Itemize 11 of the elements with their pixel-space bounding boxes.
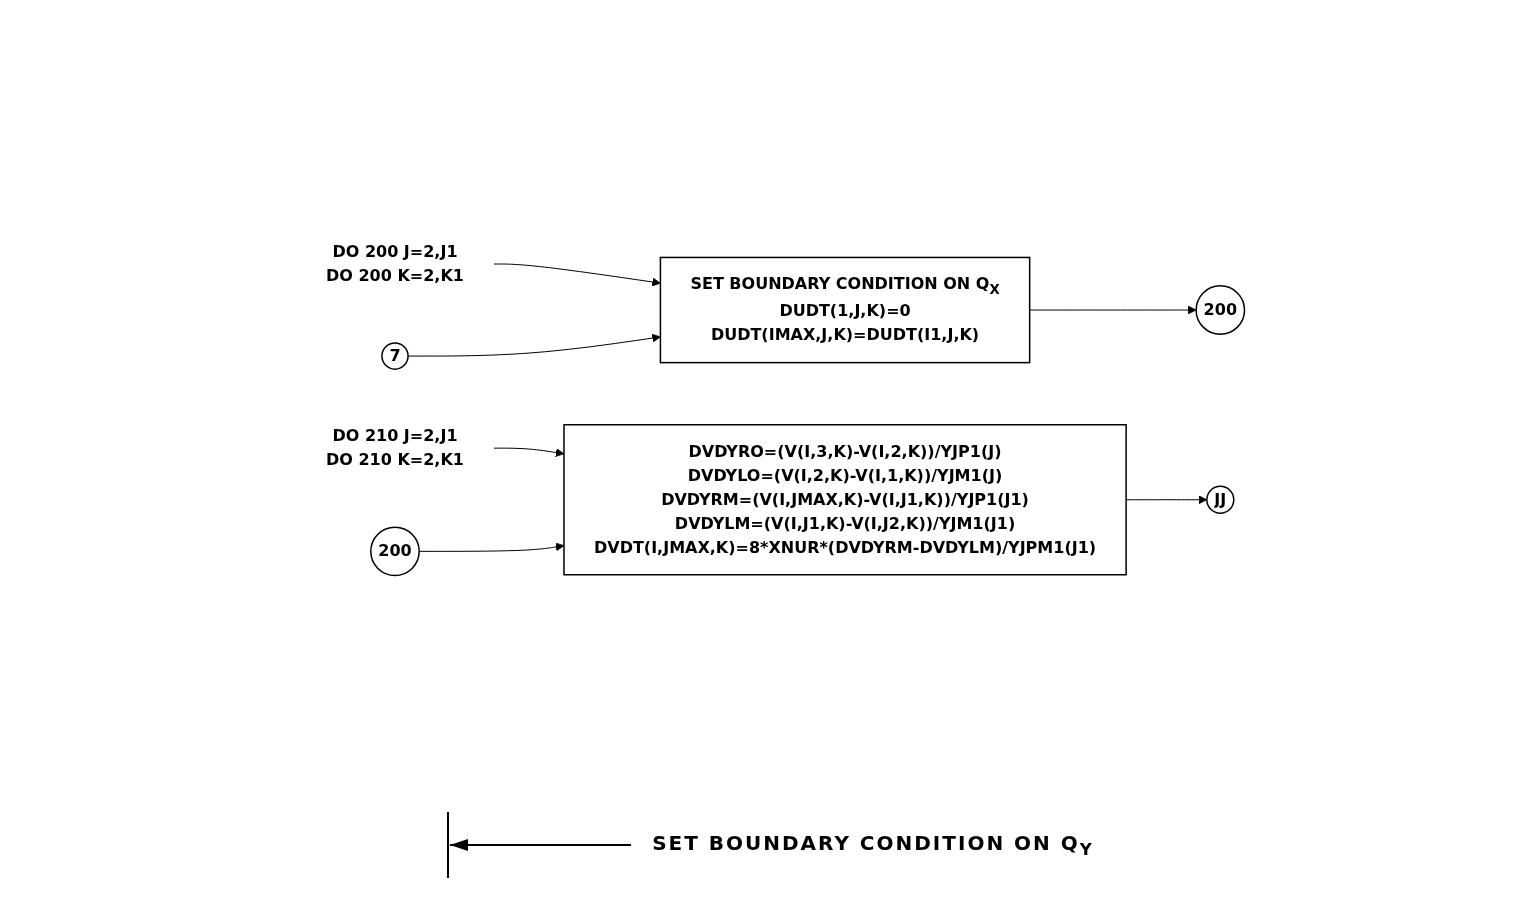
node-box: DVDYRO=(V(I,3,K)-V(I,2,K))/YJP1(J) DVDYLO=(V(I,2,K)-V(I,1,K))/YJM1(J) DVDYRM=(V(I,JMAX,K)-V(I,J1,K))/YJP1(J1) DVDYLM=(V(I,J1,K)-V(I,J2,K))/YJM1(J1) DVDT(I,JMAX,K)=8*XNUR*(DVDYRM-DVDYLM)/YJPM1(J1) (562, 423, 1127, 576)
node-text: DO 200 J=2,J1 DO 200 K=2,K1 (325, 241, 464, 285)
node-text: DO 210 J=2,J1 DO 210 K=2,K1 (325, 425, 464, 469)
node-box: SET BOUNDARY CONDITION ON Q$_{X}$ DUDT(1,J,K)=0 DUDT(IMAX,J,K)=DUDT(I1,J,K) (659, 256, 1031, 364)
arrow (407, 333, 661, 357)
arrow (493, 263, 661, 287)
node-circle: 200 (1195, 284, 1245, 335)
arrow (1125, 495, 1207, 504)
node-circle: 200 (369, 526, 420, 576)
section-note: SET BOUNDARY CONDITION ON Q$_{Y}$ (652, 831, 1094, 859)
node-circle: 7 (380, 341, 409, 370)
